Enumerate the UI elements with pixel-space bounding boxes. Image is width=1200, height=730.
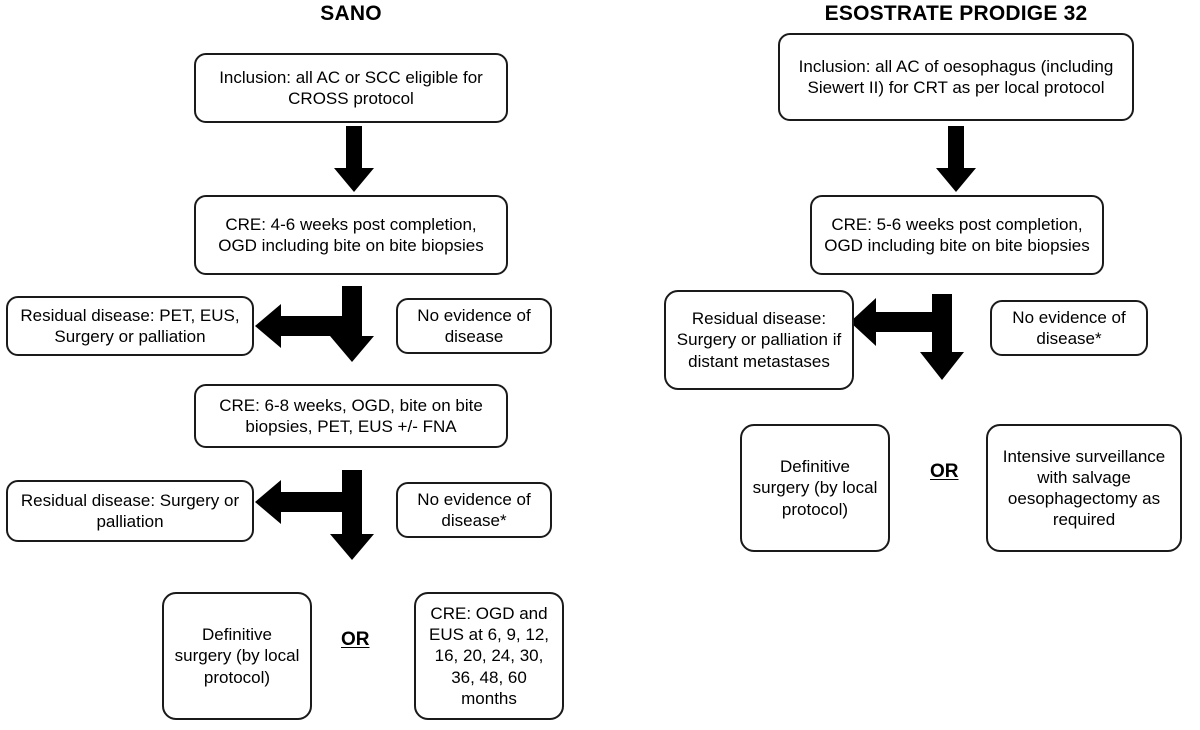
node-sano-cre-1: CRE: 4-6 weeks post completion, OGD incl… xyxy=(194,195,508,275)
node-sano-definitive-surgery: Definitive surgery (by local protocol) xyxy=(162,592,312,720)
sano-arrow-down-1 xyxy=(330,126,378,194)
sano-or-label: OR xyxy=(341,629,370,650)
node-sano-residual-2: Residual disease: Surgery or palliation xyxy=(6,480,254,542)
sano-junction-1 xyxy=(255,286,375,364)
node-eso-inclusion: Inclusion: all AC of oesophagus (includi… xyxy=(778,33,1134,121)
node-sano-no-evidence-2: No evidence of disease* xyxy=(396,482,552,538)
eso-or-label: OR xyxy=(930,461,959,482)
node-eso-residual: Residual disease: Surgery or palliation … xyxy=(664,290,854,390)
node-sano-no-evidence-1: No evidence of disease xyxy=(396,298,552,354)
node-sano-inclusion: Inclusion: all AC or SCC eligible for CR… xyxy=(194,53,508,123)
node-sano-cre-2: CRE: 6-8 weeks, OGD, bite on bite biopsi… xyxy=(194,384,508,448)
node-eso-cre-1: CRE: 5-6 weeks post completion, OGD incl… xyxy=(810,195,1104,275)
node-sano-residual-1: Residual disease: PET, EUS, Surgery or p… xyxy=(6,296,254,356)
node-eso-definitive-surgery: Definitive surgery (by local protocol) xyxy=(740,424,890,552)
node-eso-no-evidence: No evidence of disease* xyxy=(990,300,1148,356)
eso-junction-1 xyxy=(850,294,970,382)
column-title-esostrate: ESOSTRATE PRODIGE 32 xyxy=(824,2,1088,25)
eso-arrow-down-1 xyxy=(932,126,980,194)
node-eso-surveillance: Intensive surveillance with salvage oeso… xyxy=(986,424,1182,552)
node-sano-surveillance: CRE: OGD and EUS at 6, 9, 12, 16, 20, 24… xyxy=(414,592,564,720)
sano-junction-2 xyxy=(255,470,375,562)
column-title-sano: SANO xyxy=(320,2,382,25)
